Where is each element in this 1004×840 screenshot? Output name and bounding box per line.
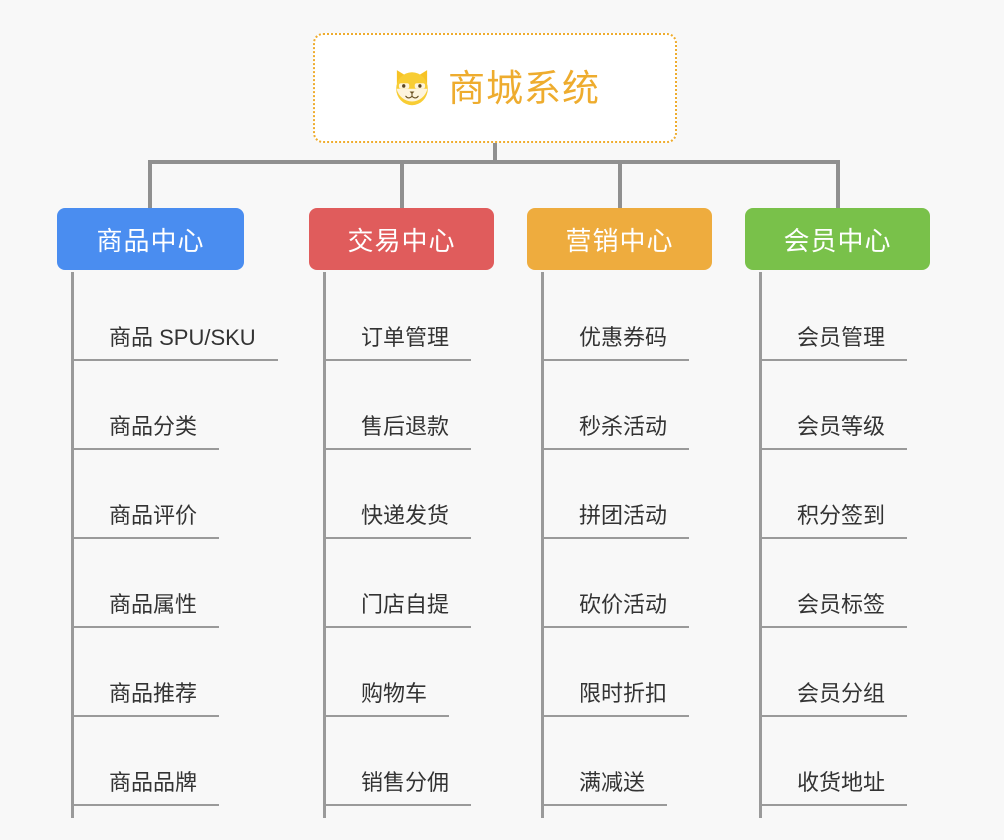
list-item[interactable]: 会员等级 xyxy=(759,361,908,450)
list-item-label: 会员管理 xyxy=(797,325,886,350)
category-label: 会员中心 xyxy=(783,225,892,256)
connector-drop-product xyxy=(148,160,152,208)
list-item[interactable]: 优惠券码 xyxy=(541,272,690,361)
list-item[interactable]: 砍价活动 xyxy=(541,539,690,628)
connector-root-stub xyxy=(493,143,497,162)
list-item-label: 收货地址 xyxy=(797,770,886,795)
list-item[interactable]: 收货地址 xyxy=(759,717,908,806)
list-item-label: 砍价活动 xyxy=(579,592,668,617)
list-item[interactable]: 购物车 xyxy=(323,628,450,717)
list-item[interactable]: 商品品牌 xyxy=(71,717,220,806)
list-item-label: 销售分佣 xyxy=(361,770,450,795)
column-rail xyxy=(759,272,762,818)
list-item-label: 商品评价 xyxy=(109,503,198,528)
list-item[interactable]: 商品分类 xyxy=(71,361,220,450)
list-item[interactable]: 积分签到 xyxy=(759,450,908,539)
list-item-label: 拼团活动 xyxy=(579,503,668,528)
list-item-label: 优惠券码 xyxy=(579,325,668,350)
list-item[interactable]: 售后退款 xyxy=(323,361,472,450)
list-item[interactable]: 会员标签 xyxy=(759,539,908,628)
list-item-label: 商品推荐 xyxy=(109,681,198,706)
connector-drop-trade xyxy=(400,160,404,208)
category-label: 交易中心 xyxy=(347,225,456,256)
list-item[interactable]: 会员管理 xyxy=(759,272,908,361)
list-item-label: 商品品牌 xyxy=(109,770,198,795)
category-box-product[interactable]: 商品中心 xyxy=(57,208,244,270)
list-item-label: 秒杀活动 xyxy=(579,414,668,439)
category-label: 商品中心 xyxy=(96,225,205,256)
connector-horizontal-bus xyxy=(150,160,840,164)
list-item-label: 会员分组 xyxy=(797,681,886,706)
column-rail xyxy=(71,272,74,818)
connector-drop-member xyxy=(836,160,840,208)
list-item[interactable]: 秒杀活动 xyxy=(541,361,690,450)
list-item-label: 门店自提 xyxy=(361,592,450,617)
list-item[interactable]: 商品属性 xyxy=(71,539,220,628)
category-label: 营销中心 xyxy=(565,225,674,256)
list-item-label: 商品 SPU/SKU xyxy=(109,325,256,350)
list-item-label: 会员标签 xyxy=(797,592,886,617)
list-item[interactable]: 订单管理 xyxy=(323,272,472,361)
list-item[interactable]: 快递发货 xyxy=(323,450,472,539)
list-item-label: 商品属性 xyxy=(109,592,198,617)
category-box-trade[interactable]: 交易中心 xyxy=(309,208,494,270)
list-item-label: 快递发货 xyxy=(361,503,450,528)
connector-drop-marketing xyxy=(618,160,622,208)
list-item[interactable]: 拼团活动 xyxy=(541,450,690,539)
list-item-label: 商品分类 xyxy=(109,414,198,439)
column-rail xyxy=(541,272,544,818)
list-item[interactable]: 门店自提 xyxy=(323,539,472,628)
list-item-label: 订单管理 xyxy=(361,325,450,350)
category-box-marketing[interactable]: 营销中心 xyxy=(527,208,712,270)
list-item-label: 售后退款 xyxy=(361,414,450,439)
list-item[interactable]: 商品 SPU/SKU xyxy=(71,272,278,361)
list-item[interactable]: 会员分组 xyxy=(759,628,908,717)
list-item-label: 购物车 xyxy=(361,681,428,706)
list-item-label: 会员等级 xyxy=(797,414,886,439)
root-node-card[interactable]: 商城系统 xyxy=(313,33,677,143)
list-item[interactable]: 满减送 xyxy=(541,717,668,806)
list-item-label: 积分签到 xyxy=(797,503,886,528)
list-item[interactable]: 限时折扣 xyxy=(541,628,690,717)
shiba-dog-icon xyxy=(396,70,428,106)
list-item-label: 限时折扣 xyxy=(579,681,668,706)
category-box-member[interactable]: 会员中心 xyxy=(745,208,930,270)
column-rail xyxy=(323,272,326,818)
list-item-label: 满减送 xyxy=(579,770,646,795)
list-item[interactable]: 商品评价 xyxy=(71,450,220,539)
list-item[interactable]: 销售分佣 xyxy=(323,717,472,806)
list-item[interactable]: 商品推荐 xyxy=(71,628,220,717)
root-node-title: 商城系统 xyxy=(448,67,600,109)
